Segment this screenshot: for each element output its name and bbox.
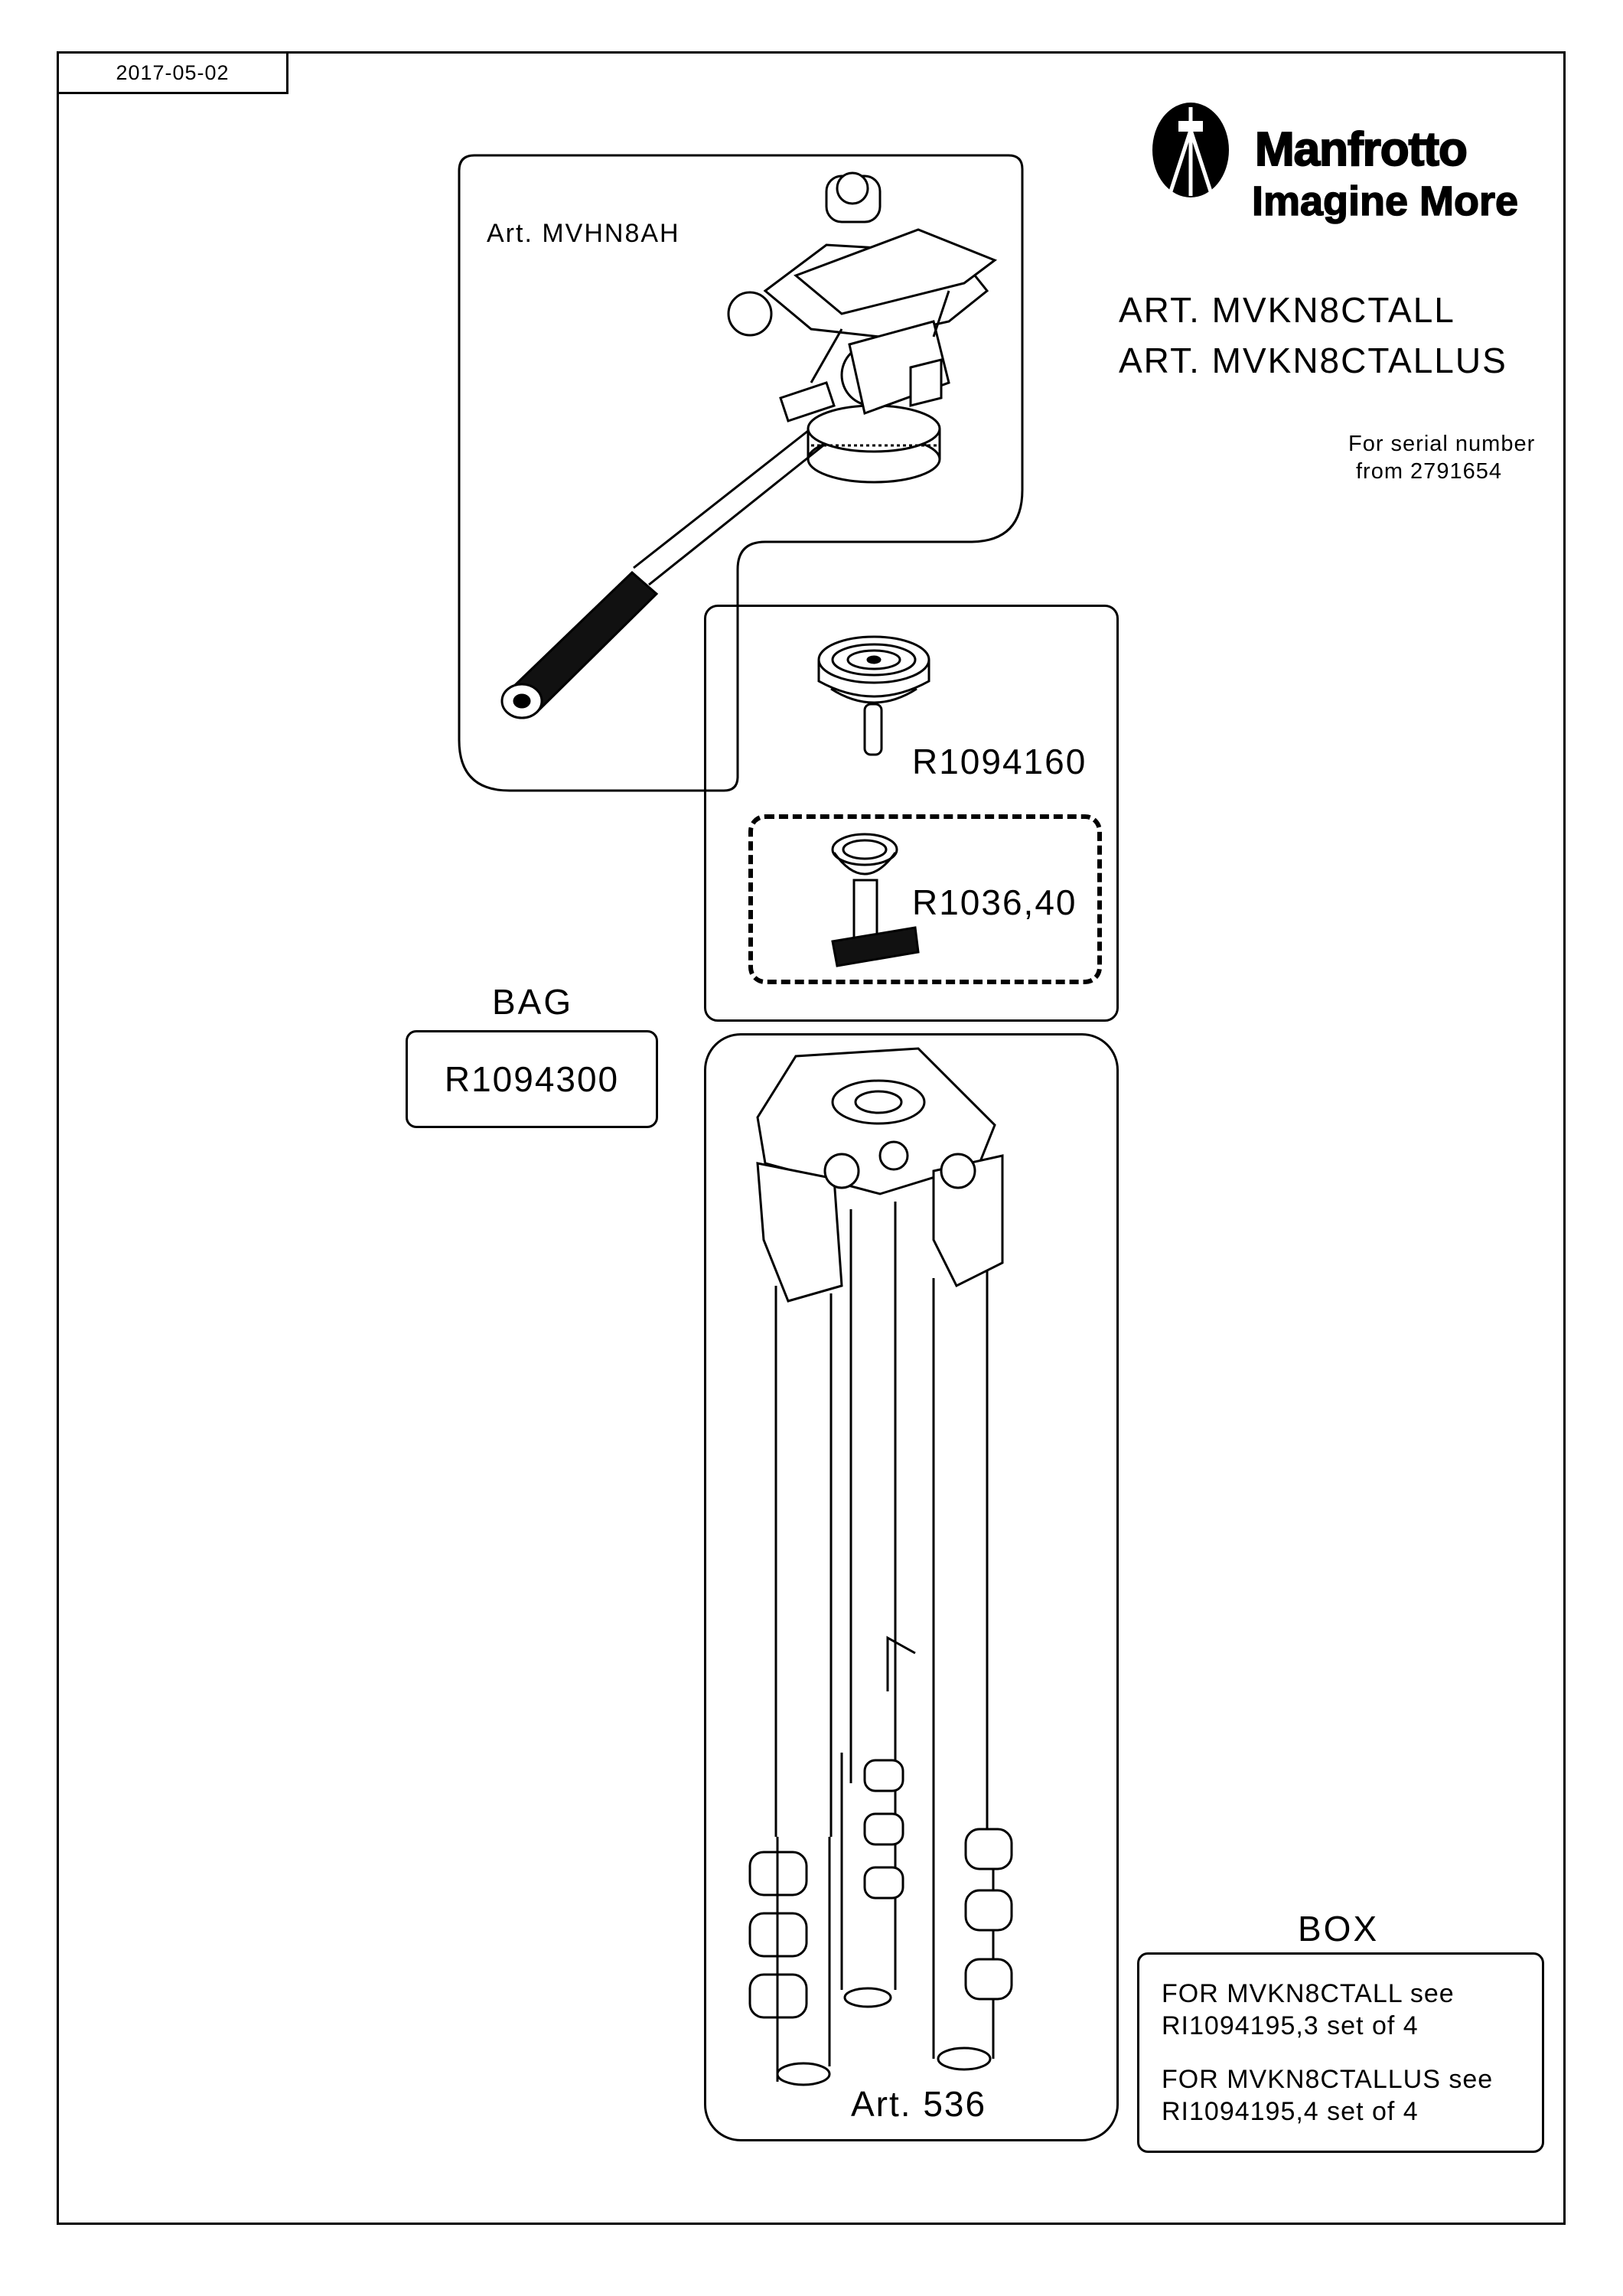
box-line-2: RI1094195,3 set of 4: [1162, 2011, 1419, 2040]
spare-parts-panel: [704, 605, 1119, 1022]
serial-line-1: For serial number: [1348, 432, 1536, 456]
head-article-label: Art. MVHN8AH: [487, 219, 680, 248]
brand-slogan: Imagine More: [1251, 178, 1519, 225]
date-stamp: 2017-05-02: [57, 51, 288, 94]
screw-part-code: R1036,40: [912, 882, 1077, 922]
article-number-1: ART. MVKN8CTALL: [1119, 290, 1455, 330]
box-line-1: FOR MVKN8CTALL see: [1162, 1979, 1455, 2008]
box-label: BOX: [1298, 1909, 1380, 1949]
tripod-article-label: Art. 536: [851, 2084, 987, 2124]
brand-name: Manfrotto: [1254, 122, 1468, 177]
box-line-3: FOR MVKN8CTALLUS see: [1162, 2065, 1494, 2094]
bag-label: BAG: [492, 982, 574, 1022]
article-number-2: ART. MVKN8CTALLUS: [1119, 341, 1507, 380]
tripod-panel: [704, 1033, 1119, 2141]
plate-part-code: R1094160: [912, 742, 1087, 781]
serial-line-2: from 2791654: [1356, 459, 1502, 484]
box-info-panel: [1137, 1952, 1544, 2153]
bag-part-code: R1094300: [406, 1030, 658, 1128]
optional-part-box: [748, 814, 1102, 984]
box-line-4: RI1094195,4 set of 4: [1162, 2097, 1419, 2126]
page-frame: [57, 51, 1566, 2225]
